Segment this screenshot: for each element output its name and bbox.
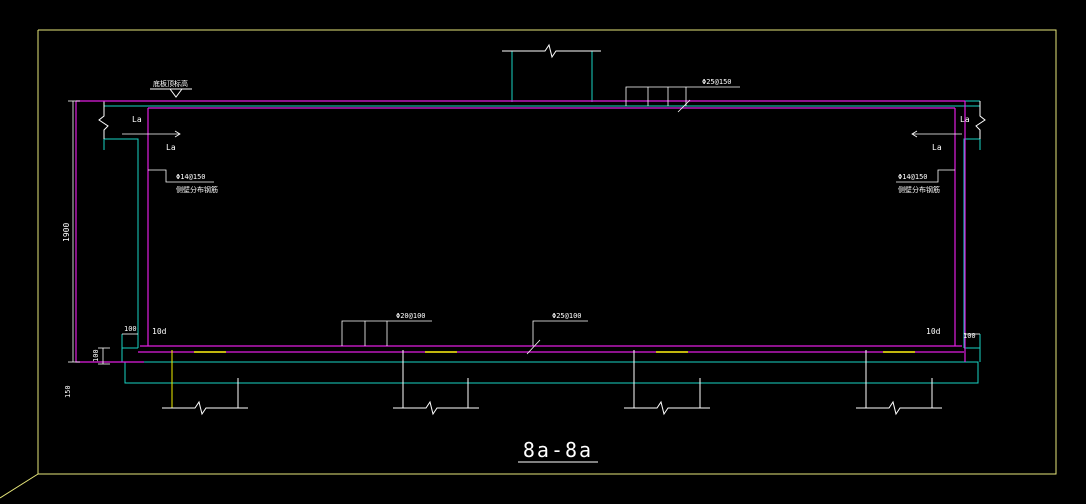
bottom-bar-a-callout: Φ20@100 [396, 312, 426, 320]
right-wall-bar-callout: Φ14@150 [898, 173, 928, 181]
bottom-bar-b-leader [526, 320, 588, 355]
right-wall-leader [896, 169, 955, 183]
side-breaks [98, 101, 986, 139]
top-elevation-marker [150, 88, 192, 98]
dev-length-left: 10d [152, 327, 167, 336]
dim-cover-right-text: 100 [963, 332, 976, 340]
anchorage-label-top-left: La [132, 115, 142, 124]
top-column-break [502, 43, 601, 59]
right-wall-note: 侧壁分布钢筋 [898, 185, 940, 194]
dimension-lines [68, 100, 980, 365]
anchorage-arrows [122, 130, 962, 138]
anchorage-label-lower-left: La [166, 143, 176, 152]
top-elevation-label: 底板顶标高 [153, 79, 188, 88]
anchorage-label-lower-right: La [932, 143, 942, 152]
pile-3 [624, 350, 710, 416]
left-wall-leader [148, 169, 214, 183]
bottom-bar-a-leader [341, 320, 432, 346]
dim-wall-height-text: 1900 [62, 223, 71, 242]
right-wall-inner [963, 138, 980, 348]
left-wall-inner [104, 138, 139, 348]
bottom-bar-b-callout: Φ25@100 [552, 312, 582, 320]
top-bar-callout: Φ25@150 [702, 78, 732, 86]
left-wall-bar-callout: Φ14@150 [176, 173, 206, 181]
right-break [975, 101, 986, 139]
dev-length-right: 10d [926, 327, 941, 336]
frame-border [37, 29, 1057, 475]
pile-1 [162, 350, 248, 416]
dim-bottom-thickness-text: 150 [64, 385, 72, 398]
dim-slab-step-text: 100 [92, 349, 100, 362]
top-bar-leader [625, 86, 740, 113]
drawing-frame [0, 29, 1057, 499]
anchorage-label-top-right: La [960, 115, 970, 124]
pile-4 [856, 350, 942, 416]
frame-leader [0, 473, 39, 499]
dim-cover-left-text: 100 [124, 325, 137, 333]
section-title: 8a-8a [523, 438, 593, 462]
pile-2 [393, 350, 479, 416]
piles [162, 350, 942, 416]
left-wall-note: 侧壁分布钢筋 [176, 185, 218, 194]
left-break [98, 101, 109, 139]
break-line-top [502, 43, 601, 59]
top-column [511, 51, 593, 102]
